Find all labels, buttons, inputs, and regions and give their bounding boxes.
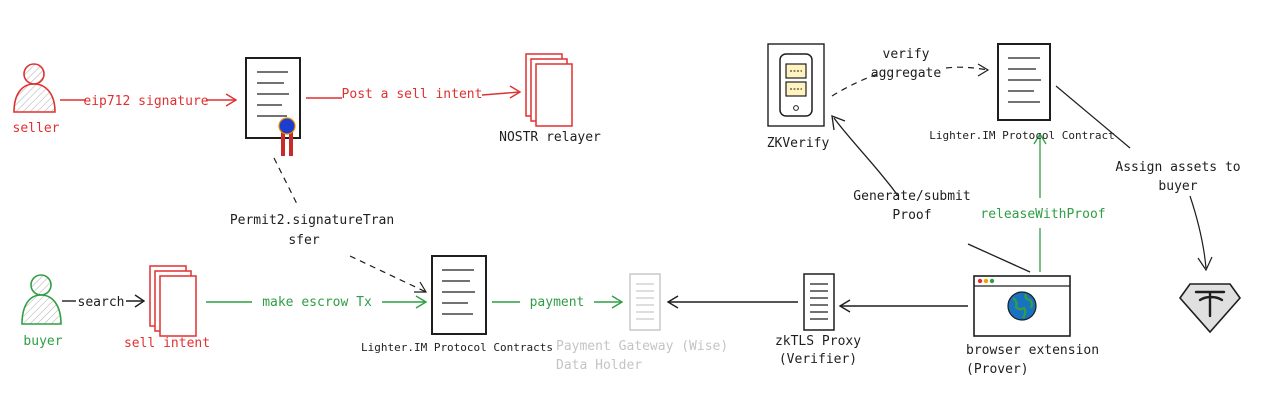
generate-proof-edge: Generate/submit Proof [831,114,1031,273]
server-icon [629,273,661,331]
verify-aggregate-label-line1: verify [883,47,930,62]
lighter-contracts-label: Lighter.IM Protocol Contracts [361,341,553,354]
token-diamond-icon [1178,283,1242,334]
document-stack-icon [149,265,197,337]
zktls-proxy-node: zkTLS Proxy (Verifier) [775,273,861,367]
generate-proof-label-line2: Proof [892,208,931,223]
verify-aggregate-label-line2: aggregate [871,66,942,81]
payment-edge: payment [492,295,624,310]
browser-extension-node: browser extension (Prover) [966,275,1099,377]
document-stack-icon [525,53,573,127]
post-sell-intent-edge: Post a sell intent [306,85,522,102]
nostr-relayer-node: NOSTR relayer [499,53,601,145]
buyer-label: buyer [23,334,62,349]
signed-intent-document [245,57,301,156]
seal-icon [278,117,296,156]
globe-icon [1007,291,1037,321]
payment-gateway-label-line2: Data Holder [556,358,642,373]
token-node [1178,283,1242,334]
permit2-edge: Permit2.signatureTran sfer [230,157,428,293]
release-with-proof-label: releaseWithProof [980,207,1105,222]
zkverify-label: ZKVerify [767,136,830,151]
assign-assets-label-line2: buyer [1158,179,1197,194]
zkverify-node: ZKVerify [767,43,830,151]
post-sell-intent-label: Post a sell intent [342,87,483,102]
browser-extension-label-line2: (Prover) [966,362,1029,377]
seller-label: seller [13,121,60,136]
person-icon [13,63,56,113]
verify-aggregate-edge: verify aggregate [831,47,990,97]
zktls-proxy-label-line2: (Verifier) [779,352,857,367]
release-with-proof-edge: releaseWithProof [980,132,1106,272]
browser-to-proxy-edge [838,299,968,313]
make-escrow-tx-edge: make escrow Tx [206,295,428,310]
search-edge: search [62,294,146,310]
permit2-label-line1: Permit2.signatureTran [230,213,394,228]
phone-icon [767,43,825,127]
permit2-label-line2: sfer [288,233,319,248]
document-icon [431,255,487,335]
eip712-signature-label: eip712 signature [83,94,208,109]
search-label: search [78,295,125,310]
payment-gateway-node: Payment Gateway (Wise) Data Holder [556,273,728,373]
lighter-contract-node: Lighter.IM Protocol Contract [929,43,1115,142]
document-icon [245,57,301,139]
nostr-relayer-label: NOSTR relayer [499,130,601,145]
eip712-signature-edge: eip712 signature [60,93,238,109]
assign-assets-edge: Assign assets to buyer [1055,85,1241,272]
server-icon [803,273,835,331]
proxy-to-gateway-edge [666,295,798,309]
make-escrow-tx-label: make escrow Tx [262,295,372,310]
lighter-contract-label: Lighter.IM Protocol Contract [929,129,1114,142]
buyer-node: buyer [21,274,63,349]
document-icon [997,43,1051,121]
payment-label: payment [530,295,585,310]
zktls-proxy-label-line1: zkTLS Proxy [775,334,861,349]
generate-proof-label-line1: Generate/submit [853,189,970,204]
browser-extension-label-line1: browser extension [966,343,1099,358]
assign-assets-label-line1: Assign assets to [1115,160,1240,175]
seller-node: seller [13,63,60,136]
sell-intent-node: sell intent [124,265,210,351]
lighter-contracts-node: Lighter.IM Protocol Contracts [361,255,553,354]
person-icon [21,274,62,325]
payment-gateway-label-line1: Payment Gateway (Wise) [556,339,728,354]
sell-intent-label: sell intent [124,336,210,351]
